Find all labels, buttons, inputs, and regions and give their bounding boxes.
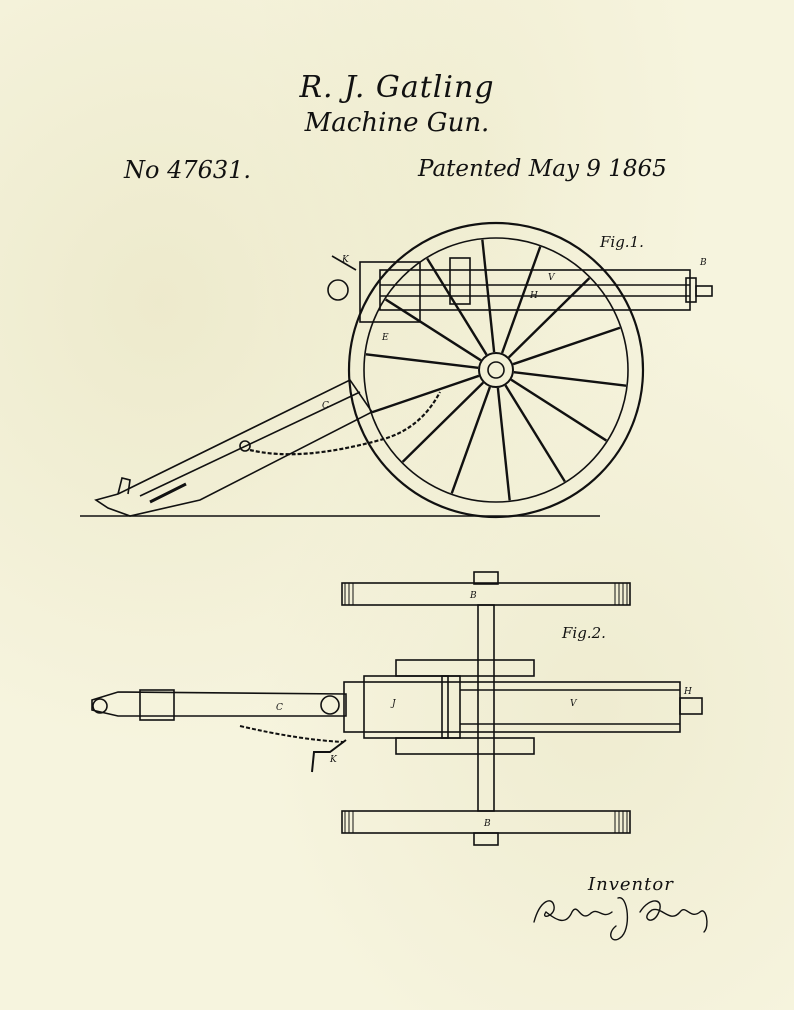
- trail-chain: [249, 391, 441, 456]
- figure-1-label: Fig.1.: [600, 233, 644, 251]
- wheel-spoke: [513, 370, 627, 387]
- wheel-spoke: [481, 239, 496, 353]
- part-label-b-bottom: B: [483, 819, 491, 829]
- part-label-v-plan: V: [570, 699, 578, 709]
- part-label-b-top: B: [469, 591, 477, 601]
- part-label-j: J: [390, 699, 397, 709]
- part-label-c: C: [322, 401, 329, 411]
- part-label-b: B: [699, 258, 707, 268]
- inventor-label: Inventor: [588, 874, 674, 895]
- part-label-v: V: [548, 273, 556, 283]
- invention-title: Machine Gun.: [304, 108, 490, 138]
- wheel-spoke: [384, 298, 482, 362]
- wheel-spoke: [507, 277, 591, 359]
- part-label-e: E: [381, 333, 389, 343]
- wheel-spoke: [365, 353, 479, 370]
- patent-date: Patented May 9 1865: [418, 156, 667, 182]
- wheel-rim-inner: [363, 237, 629, 503]
- wheel-spokes: [365, 239, 627, 501]
- axle: [477, 604, 495, 812]
- wheel-rim-outer: [347, 221, 645, 519]
- part-label-c-plan: C: [276, 703, 283, 713]
- part-label-h: H: [529, 291, 538, 301]
- trail-plan: [91, 691, 347, 717]
- wheel-spoke: [401, 381, 485, 463]
- wheel-spoke: [510, 378, 608, 442]
- wheel-spoke: [371, 374, 480, 414]
- patent-number: No 47631.: [124, 156, 252, 184]
- part-label-k: K: [341, 255, 350, 265]
- wheel-spoke: [426, 257, 488, 356]
- figure-2-label: Fig.2.: [562, 624, 606, 642]
- wheel-spoke: [500, 246, 542, 354]
- gun-barrel: [379, 269, 691, 311]
- inventor-name-title: R. J. Gatling: [299, 70, 495, 105]
- wheel-spoke: [496, 387, 511, 501]
- wheel-hub: [478, 352, 514, 388]
- wheel-spoke: [512, 326, 621, 366]
- part-label-k-plan: K: [329, 755, 338, 765]
- gun-trail: [94, 378, 374, 517]
- part-label-h-plan: H: [683, 687, 692, 697]
- crank-knob: [327, 279, 349, 301]
- wheel-spoke: [504, 384, 566, 483]
- wheel-spoke: [450, 386, 492, 494]
